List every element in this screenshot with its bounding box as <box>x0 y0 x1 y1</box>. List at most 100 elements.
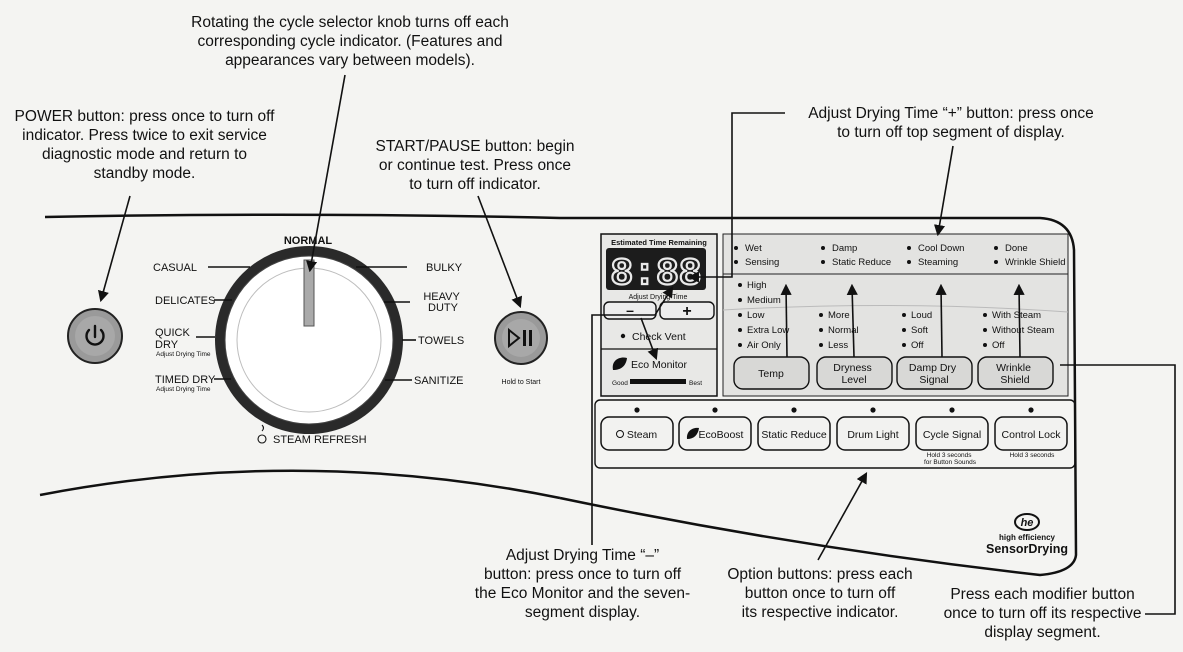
adjust-time-caption: Adjust Drying Time <box>629 294 688 301</box>
eco-monitor-label: Eco Monitor <box>631 359 688 371</box>
dryness-level-normal-dot <box>819 328 823 332</box>
wrinkle-level-without-steam: Without Steam <box>992 325 1054 336</box>
signal-level-loud-dot <box>902 313 906 317</box>
cycle-signal-option-indicator <box>949 407 955 413</box>
wrinkle-level-with-steam: With Steam <box>992 310 1041 321</box>
wrinkle-level-off-dot <box>983 343 987 347</box>
temp-level-low-dot <box>738 313 742 317</box>
knob-callout: Rotating the cycle selector knob turns o… <box>191 14 509 69</box>
cool-down-indicator-dot <box>907 246 911 250</box>
wet-indicator-dot <box>734 246 738 250</box>
plus-symbol: + <box>682 303 691 320</box>
signal-level-soft-dot <box>902 328 906 332</box>
seven-segment-digits: 8:88 <box>610 253 701 296</box>
time-remaining-header: Estimated Time Remaining <box>611 238 707 247</box>
temp-level-medium: Medium <box>747 295 781 306</box>
cycle-towels: TOWELS <box>418 335 464 347</box>
sensor-drying-label: SensorDrying <box>986 542 1068 556</box>
power-icon <box>85 324 105 346</box>
steaming-indicator-dot <box>907 260 911 264</box>
sensing-indicator-dot <box>734 260 738 264</box>
dryness-level-more-dot <box>819 313 823 317</box>
cycle-quick-dry: QUICK DRY <box>155 327 193 351</box>
control-lock-button-label: Control Lock <box>1002 429 1062 441</box>
status-panel <box>722 233 1069 275</box>
dryness-level-label: Dryness Level <box>833 362 874 386</box>
control-lock-button[interactable] <box>994 416 1068 451</box>
done-indicator-dot <box>994 246 998 250</box>
ecoboost-button[interactable] <box>678 416 752 451</box>
steam-button-label: Steam <box>627 429 658 441</box>
steam-button[interactable] <box>600 416 674 451</box>
static-reduce-option-indicator <box>791 407 797 413</box>
cycle-signal-note: Hold 3 seconds for Button Sounds <box>924 452 977 466</box>
cycle-sanitize: SANITIZE <box>414 375 464 387</box>
steam-icon <box>616 430 624 438</box>
wrinkle-shield-indicator-dot <box>994 260 998 264</box>
cycle-steam-refresh: STEAM REFRESH <box>273 434 367 446</box>
wrinkle-shield-button[interactable] <box>977 356 1054 390</box>
temp-button-label: Temp <box>758 368 784 380</box>
cycle-bulky: BULKY <box>426 262 463 274</box>
minus-callout: Adjust Drying Time “–”button: press once… <box>474 547 691 621</box>
high-efficiency-label: high efficiency <box>999 533 1056 542</box>
cycle-signal-button[interactable] <box>915 416 989 451</box>
control-lock-note: Hold 3 seconds <box>1010 452 1056 459</box>
drum-light-button[interactable] <box>836 416 910 451</box>
control-lock-option-indicator <box>1028 407 1034 413</box>
temp-level-extra-low-dot <box>738 328 742 332</box>
cycle-signal-button-label: Cycle Signal <box>923 429 981 441</box>
drum-light-button-label: Drum Light <box>847 429 898 441</box>
wrinkle-shield-indicator: Wrinkle Shield <box>1005 257 1066 268</box>
steaming-indicator: Steaming <box>918 257 958 268</box>
dryness-level-less: Less <box>828 340 848 351</box>
steam-option-indicator <box>634 407 640 413</box>
damp-indicator: Damp <box>832 243 857 254</box>
eco-monitor-bar <box>630 379 686 384</box>
knob-pointer <box>303 259 315 327</box>
temp-level-high-dot <box>738 283 742 287</box>
wet-indicator: Wet <box>745 243 762 254</box>
callout-leaders <box>98 74 1176 615</box>
cycle-timed-dry: TIMED DRY <box>155 374 216 386</box>
wrinkle-level-with-steam-dot <box>983 313 987 317</box>
he-logo: he <box>1014 513 1040 531</box>
temp-level-medium-dot <box>738 298 742 302</box>
static-reduce-indicator-dot <box>821 260 825 264</box>
seven-segment-display <box>606 248 706 290</box>
dryness-level-normal: Normal <box>828 325 859 336</box>
signal-level-soft: Soft <box>911 325 928 336</box>
static-reduce-indicator: Static Reduce <box>832 257 891 268</box>
cycle-tick-lines <box>196 266 416 381</box>
drum-light-option-indicator <box>870 407 876 413</box>
adjust-time-plus-button[interactable] <box>659 301 715 320</box>
start-pause-button[interactable] <box>494 311 548 365</box>
dryness-level-less-dot <box>819 343 823 347</box>
static-reduce-button[interactable] <box>757 416 831 451</box>
plus-callout: Adjust Drying Time “+” button: press onc… <box>808 105 1094 141</box>
signal-level-loud: Loud <box>911 310 932 321</box>
cycle-casual: CASUAL <box>153 262 197 274</box>
ecoboost-option-indicator <box>712 407 718 413</box>
cycle-quick-dry-sub: Adjust Drying Time <box>156 351 211 358</box>
dryness-level-button[interactable] <box>816 356 893 390</box>
temp-level-high: High <box>747 280 767 291</box>
damp-dry-signal-button[interactable] <box>896 356 973 390</box>
ecoboost-button-label: EcoBoost <box>699 429 744 441</box>
signal-level-off-dot <box>902 343 906 347</box>
ecoboost-leaf-icon <box>686 427 699 439</box>
play-pause-icon <box>508 327 532 349</box>
wrinkle-level-off: Off <box>992 340 1005 351</box>
done-indicator: Done <box>1005 243 1028 254</box>
panel-bottom-edge <box>39 469 561 500</box>
temp-button[interactable] <box>733 356 810 390</box>
damp-indicator-dot <box>821 246 825 250</box>
panel-top-edge <box>44 213 1078 577</box>
cycle-selector-knob[interactable] <box>215 246 403 434</box>
